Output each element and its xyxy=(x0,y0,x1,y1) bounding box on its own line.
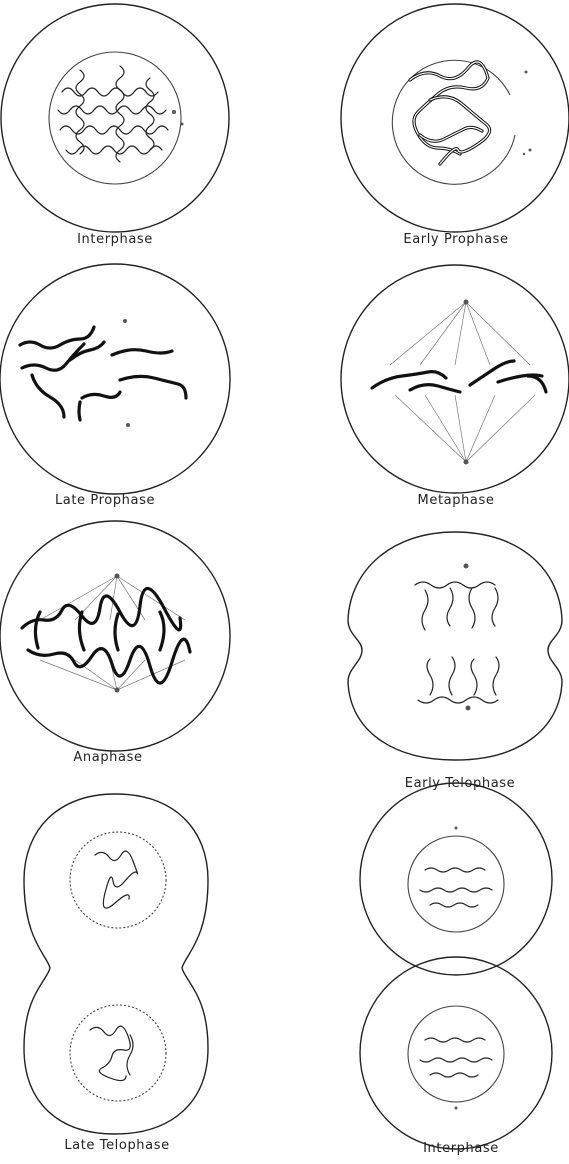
chromatin-interphase-1 xyxy=(58,66,168,162)
cell-interphase-1 xyxy=(1,4,229,232)
chromatin-interphase-2 xyxy=(420,868,492,1077)
caption-late-prophase: Late Prophase xyxy=(55,493,155,508)
chromosomes-early-telophase-top xyxy=(415,582,498,630)
cell-early-telophase xyxy=(348,532,562,760)
caption-late-telophase: Late Telophase xyxy=(64,1138,169,1153)
cell-metaphase xyxy=(341,265,569,493)
caption-early-telophase: Early Telophase xyxy=(405,776,516,791)
spindle-metaphase xyxy=(390,302,535,462)
cell-late-telophase xyxy=(24,794,208,1134)
chromatin-early-prophase xyxy=(410,62,490,164)
caption-interphase-1: Interphase xyxy=(77,232,153,247)
chromosomes-late-prophase xyxy=(20,327,186,420)
caption-anaphase: Anaphase xyxy=(73,750,142,765)
chromosomes-metaphase xyxy=(372,361,546,392)
chromosomes-early-telophase-bottom xyxy=(418,657,499,703)
caption-early-prophase: Early Prophase xyxy=(403,232,508,247)
caption-metaphase: Metaphase xyxy=(418,493,495,508)
cell-early-prophase xyxy=(341,4,569,232)
cell-anaphase xyxy=(0,521,230,751)
cell-interphase-2 xyxy=(360,783,552,1149)
cell-late-prophase xyxy=(0,264,230,494)
chromosomes-late-telophase xyxy=(90,851,138,1080)
caption-interphase-2: Interphase xyxy=(423,1141,499,1156)
